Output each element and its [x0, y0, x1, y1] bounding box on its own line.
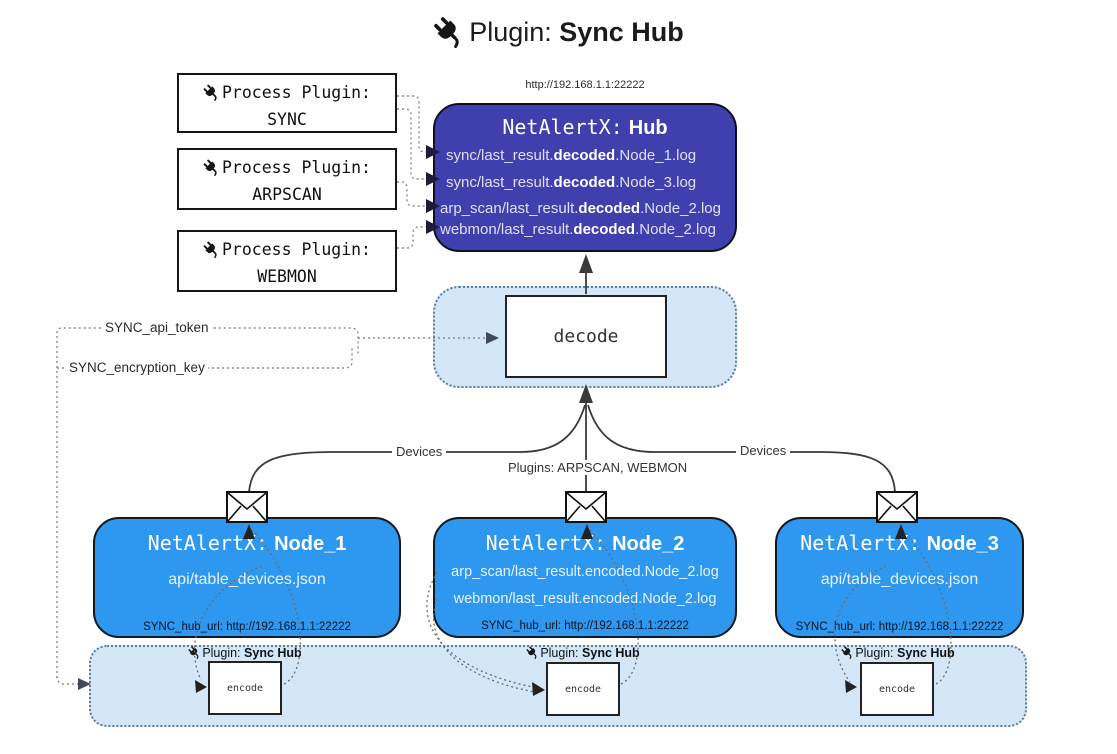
process-plugin-arpscan-box: Process Plugin: ARPSCAN — [177, 148, 397, 210]
plug-icon — [433, 16, 465, 48]
decode-to-hub-arrowhead — [579, 254, 593, 273]
sync-encryption-key-label: SYNC_encryption_key — [66, 360, 208, 375]
band-plugin-label: Plugin: Sync Hub — [818, 646, 978, 660]
plug-icon — [203, 84, 220, 101]
plug-icon — [203, 241, 220, 258]
encode-box: encode — [860, 662, 934, 716]
plug-icon — [841, 646, 854, 659]
devices-edge-label: Devices — [392, 444, 447, 459]
plugin-to-hub-connectors — [397, 95, 428, 249]
hub-title-prefix: NetAlertX: — [502, 115, 623, 139]
process-plugin-sync-box: Process Plugin: SYNC — [177, 73, 397, 133]
node2-file: arp_scan/last_result.encoded.Node_2.log — [451, 564, 719, 580]
hub-url-label: http://192.168.1.1:22222 — [525, 79, 645, 91]
hub-log-line: sync/last_result.decoded.Node_3.log — [446, 174, 697, 191]
band-plugin-label: Plugin: Sync Hub — [165, 646, 325, 660]
hub-title: NetAlertX:Hub — [435, 115, 735, 140]
node2-box: NetAlertX:Node_2 arp_scan/last_result.en… — [433, 517, 737, 638]
process-plugin-label: Process Plugin: — [179, 155, 395, 182]
node1-box: NetAlertX:Node_1 api/table_devices.json … — [93, 517, 401, 638]
process-plugin-name: ARPSCAN — [252, 184, 322, 204]
process-plugin-label: Process Plugin: — [179, 237, 395, 264]
hub-title-name: Hub — [628, 117, 668, 139]
process-plugin-name: WEBMON — [257, 266, 317, 286]
hub-log-line: webmon/last_result.decoded.Node_2.log — [440, 221, 716, 238]
plug-icon — [203, 159, 220, 176]
node2-file: webmon/last_result.encoded.Node_2.log — [453, 591, 717, 607]
plug-icon — [188, 646, 201, 659]
node3-box: NetAlertX:Node_3 api/table_devices.json … — [775, 517, 1024, 638]
decode-label: decode — [553, 326, 619, 347]
node2-hub-url: SYNC_hub_url: http://192.168.1.1:22222 — [481, 620, 689, 632]
node1-hub-url: SYNC_hub_url: http://192.168.1.1:22222 — [143, 621, 351, 633]
decode-box: decode — [505, 295, 667, 378]
node2-title: NetAlertX:Node_2 — [485, 531, 685, 555]
hub-log-line: sync/last_result.decoded.Node_1.log — [446, 147, 697, 164]
sync-api-token-label: SYNC_api_token — [102, 320, 212, 335]
process-plugin-name: SYNC — [267, 109, 307, 129]
node3-hub-url: SYNC_hub_url: http://192.168.1.1:22222 — [795, 621, 1004, 633]
process-plugin-webmon-box: Process Plugin: WEBMON — [177, 230, 397, 292]
node3-title: NetAlertX:Node_3 — [800, 531, 999, 555]
plugins-edge-label: Plugins: ARPSCAN, WEBMON — [504, 460, 692, 475]
node1-file: api/table_devices.json — [168, 571, 326, 588]
page-title: Plugin: Sync Hub — [0, 16, 1117, 48]
title-name: Sync Hub — [559, 17, 684, 47]
title-prefix: Plugin: — [469, 17, 552, 47]
node1-title: NetAlertX:Node_1 — [147, 531, 347, 555]
process-plugin-label: Process Plugin: — [179, 80, 395, 107]
plug-icon — [526, 646, 539, 659]
encode-box: encode — [546, 662, 620, 716]
devices-edge-label: Devices — [736, 443, 791, 458]
hub-log-line: arp_scan/last_result.decoded.Node_2.log — [440, 200, 721, 217]
node3-file: api/table_devices.json — [820, 571, 979, 588]
hub-box: NetAlertX:Hub sync/last_result.decoded.N… — [433, 103, 737, 252]
band-plugin-label: Plugin: Sync Hub — [503, 646, 663, 660]
encode-box: encode — [208, 661, 282, 715]
